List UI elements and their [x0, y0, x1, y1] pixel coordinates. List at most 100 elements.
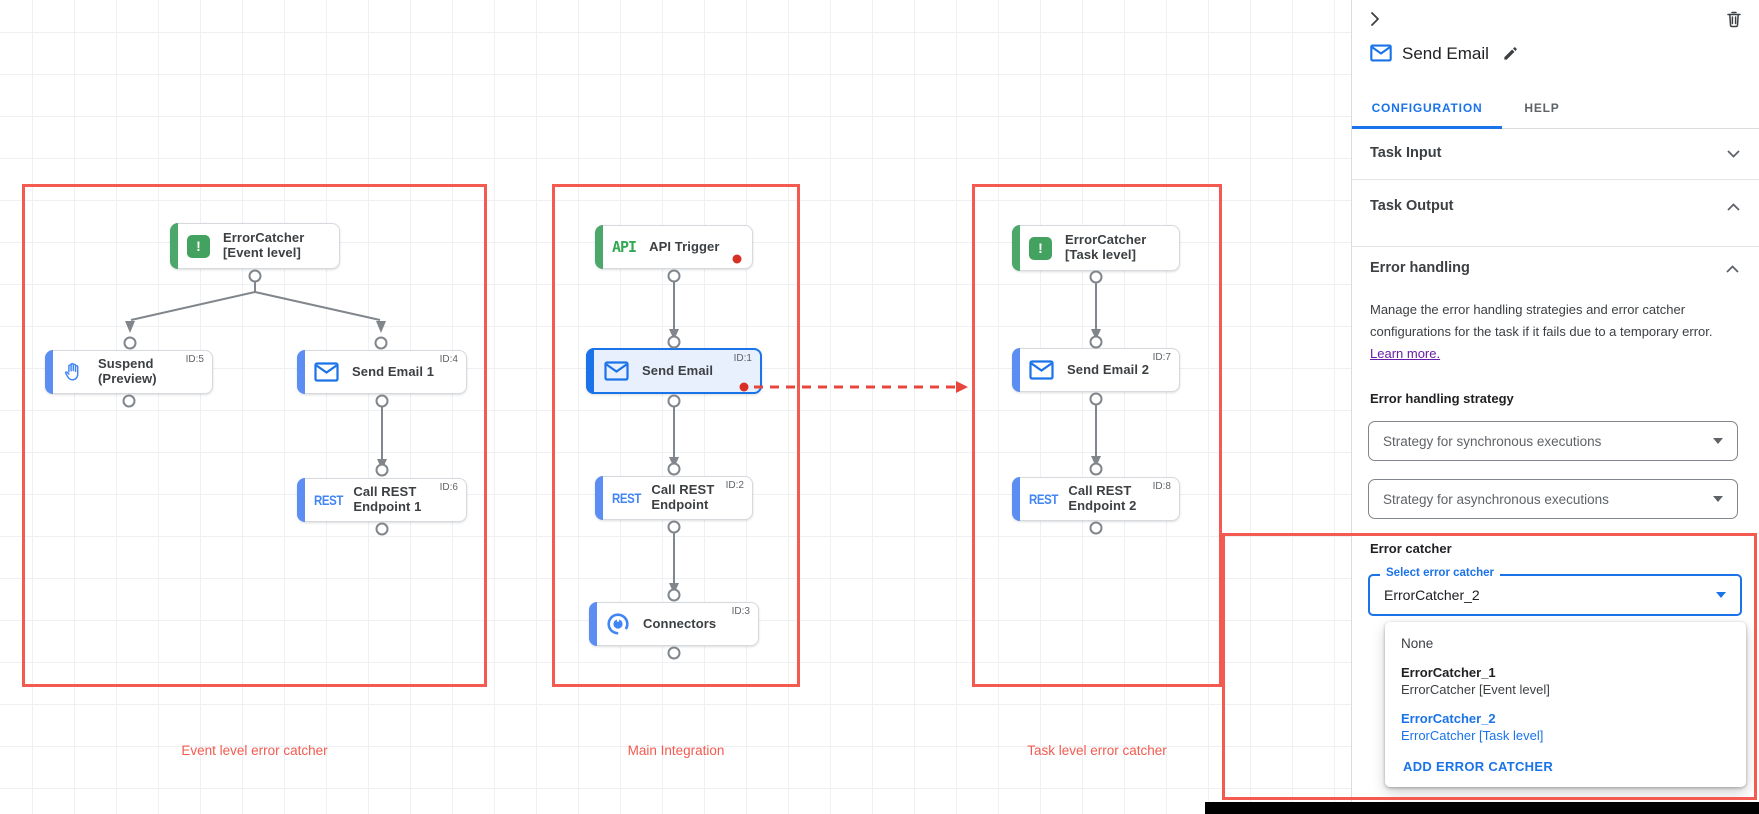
sync-strategy-select[interactable]: Strategy for synchronous executions [1368, 421, 1738, 461]
error-handling-description: Manage the error handling strategies and… [1370, 299, 1726, 364]
node-color-bar [297, 350, 305, 394]
pencil-icon[interactable] [1502, 45, 1519, 62]
node-title: Send Email 1 [352, 363, 435, 379]
bottom-black-bar [1205, 802, 1759, 814]
chevron-up-icon[interactable] [1727, 203, 1740, 211]
learn-more-link[interactable]: Learn more. [1370, 345, 1441, 361]
node-api-trigger[interactable]: API API Trigger [595, 225, 753, 269]
node-id-badge: ID:7 [1152, 352, 1171, 363]
mail-icon [604, 361, 629, 381]
section-task-output[interactable]: Task Output [1352, 180, 1759, 247]
collapse-chevron-right-icon[interactable] [1367, 11, 1383, 27]
node-id-badge: ID:5 [185, 354, 204, 365]
sync-strategy-value: Strategy for synchronous executions [1383, 433, 1602, 449]
chevron-up-icon[interactable] [1726, 265, 1739, 273]
node-title: Suspend(Preview) [98, 356, 157, 386]
menu-option-errorcatcher-2[interactable]: ErrorCatcher_2 ErrorCatcher [Task level] [1401, 711, 1730, 743]
node-send-email-1[interactable]: Send Email 1 ID:4 [297, 350, 467, 394]
tab-help[interactable]: HELP [1524, 100, 1560, 115]
dropdown-caret-icon [1713, 496, 1723, 502]
option-title: ErrorCatcher_2 [1401, 711, 1496, 726]
node-color-bar [595, 476, 603, 520]
section-label: Task Output [1370, 198, 1454, 214]
option-subtitle: ErrorCatcher [Event level] [1401, 682, 1550, 697]
strategy-label: Error handling strategy [1370, 391, 1514, 406]
section-error-handling: Error handling [1370, 260, 1470, 276]
async-strategy-select[interactable]: Strategy for asynchronous executions [1368, 479, 1738, 519]
node-color-bar [586, 348, 594, 394]
mail-icon [1370, 44, 1392, 62]
trash-icon[interactable] [1725, 10, 1743, 28]
node-title: ErrorCatcher[Event level] [223, 230, 305, 260]
connector-icon [606, 612, 630, 636]
node-errorcatcher-task-level[interactable]: ! ErrorCatcher[Task level] [1012, 225, 1180, 271]
select-error-catcher-floating-label: Select error catcher [1380, 567, 1501, 579]
node-connectors[interactable]: Connectors ID:3 [589, 602, 759, 646]
node-color-bar [1012, 477, 1020, 521]
menu-option-none[interactable]: None [1401, 636, 1434, 651]
node-errorcatcher-event-level[interactable]: ! ErrorCatcher[Event level] [170, 223, 340, 269]
node-color-bar [297, 478, 305, 522]
async-strategy-value: Strategy for asynchronous executions [1383, 491, 1609, 507]
node-color-bar [170, 223, 178, 269]
node-id-badge: ID:8 [1152, 481, 1171, 492]
section-label: Task Input [1370, 145, 1442, 161]
caption-main-integration: Main Integration [627, 743, 725, 758]
hand-icon [62, 361, 85, 384]
node-id-badge: ID:2 [725, 480, 744, 491]
rest-icon: REST [612, 490, 641, 506]
rest-icon: REST [1029, 491, 1058, 507]
add-error-catcher-button[interactable]: ADD ERROR CATCHER [1403, 759, 1554, 774]
node-color-bar [595, 225, 603, 269]
chevron-down-icon[interactable] [1727, 150, 1740, 158]
node-id-badge: ID:1 [733, 353, 752, 364]
annotation-box-task-level [972, 184, 1222, 687]
error-catcher-icon: ! [1029, 236, 1052, 260]
node-color-bar [589, 602, 597, 646]
node-title: API Trigger [649, 238, 720, 254]
rest-icon: REST [314, 492, 343, 508]
node-color-bar [1012, 348, 1020, 392]
menu-option-errorcatcher-1[interactable]: ErrorCatcher_1 ErrorCatcher [Event level… [1401, 665, 1730, 697]
error-catcher-menu: None ErrorCatcher_1 ErrorCatcher [Event … [1385, 622, 1746, 787]
error-catcher-icon: ! [187, 234, 210, 258]
panel-tabbar: CONFIGURATION HELP [1352, 86, 1759, 129]
node-id-badge: ID:3 [731, 606, 750, 617]
flow-canvas[interactable]: ! ErrorCatcher[Event level] Suspend(Prev… [0, 0, 1351, 814]
annotation-box-event-level [22, 184, 487, 687]
active-tab-indicator [1352, 126, 1502, 129]
node-suspend[interactable]: Suspend(Preview) ID:5 [45, 350, 213, 394]
dropdown-caret-icon [1713, 438, 1723, 444]
node-id-badge: ID:6 [439, 482, 458, 493]
select-error-catcher-value: ErrorCatcher_2 [1384, 587, 1480, 603]
option-subtitle: ErrorCatcher [Task level] [1401, 728, 1544, 743]
node-color-bar [45, 350, 53, 394]
option-title: ErrorCatcher_1 [1401, 665, 1496, 680]
node-title: Connectors [643, 615, 717, 631]
node-color-bar [1012, 225, 1020, 271]
annotation-box-main-integration [552, 184, 800, 687]
node-title: Send Email [642, 362, 714, 378]
tab-configuration[interactable]: CONFIGURATION [1371, 100, 1483, 115]
api-icon: API [612, 238, 637, 256]
node-id-badge: ID:4 [439, 354, 458, 365]
node-title: ErrorCatcher[Task level] [1065, 232, 1147, 262]
section-task-input[interactable]: Task Input [1352, 129, 1759, 180]
caption-task-level: Task level error catcher [1027, 743, 1167, 758]
caption-event-level: Event level error catcher [181, 743, 328, 758]
mail-icon [314, 362, 339, 382]
mail-icon [1029, 360, 1054, 380]
node-send-email-2[interactable]: Send Email 2 ID:7 [1012, 348, 1180, 392]
node-title: Send Email 2 [1067, 361, 1150, 377]
select-error-catcher-field[interactable]: Select error catcher ErrorCatcher_2 [1368, 567, 1742, 616]
error-catcher-label: Error catcher [1370, 541, 1452, 556]
node-send-email-selected[interactable]: Send Email ID:1 [586, 348, 762, 394]
panel-title: Send Email [1402, 44, 1489, 63]
